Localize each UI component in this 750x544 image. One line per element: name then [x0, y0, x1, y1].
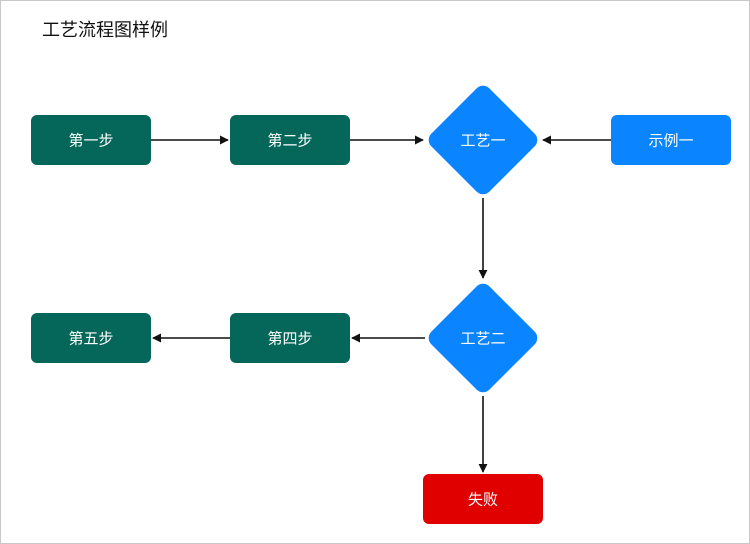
node-example1-label: 示例一	[648, 132, 693, 150]
node-step1-box	[31, 115, 151, 165]
node-step1[interactable]: 第一步	[31, 115, 151, 165]
node-step5[interactable]: 第五步	[31, 313, 151, 363]
node-example1-box	[611, 115, 731, 165]
node-process1-label: 工艺一	[460, 132, 505, 150]
node-step4-label: 第四步	[267, 330, 312, 348]
node-failure-box	[423, 474, 543, 524]
node-process2-diamond	[428, 283, 538, 393]
node-step2-box	[230, 115, 350, 165]
edges-layer	[151, 135, 611, 473]
node-step5-label: 第五步	[68, 330, 113, 348]
node-process2-label: 工艺二	[460, 330, 505, 348]
node-example1[interactable]: 示例一	[611, 115, 731, 165]
node-step4[interactable]: 第四步	[230, 313, 350, 363]
node-process2[interactable]: 工艺二	[425, 280, 541, 396]
node-step2[interactable]: 第二步	[230, 115, 350, 165]
node-failure[interactable]: 失败	[423, 474, 543, 524]
node-step5-box	[31, 313, 151, 363]
node-step1-label: 第一步	[68, 132, 113, 150]
diagram-title: 工艺流程图样例	[42, 20, 168, 41]
node-process1-diamond	[428, 85, 538, 195]
node-step2-label: 第二步	[267, 132, 312, 150]
node-process1[interactable]: 工艺一	[425, 82, 541, 198]
node-step4-box	[230, 313, 350, 363]
node-failure-label: 失败	[468, 491, 498, 509]
